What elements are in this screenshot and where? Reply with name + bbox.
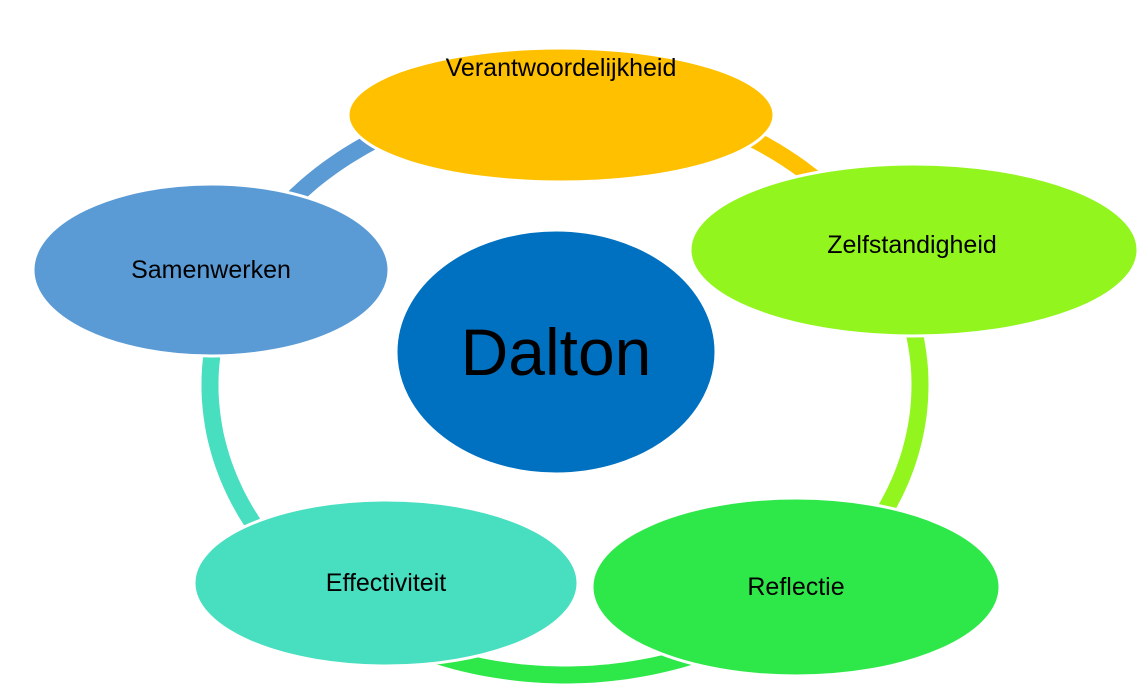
node-label: Samenwerken	[131, 256, 291, 284]
node-zelfstandigheid: Zelfstandigheid	[688, 162, 1140, 338]
node-samenwerken: Samenwerken	[31, 182, 391, 358]
node-label: Verantwoordelijkheid	[446, 54, 677, 82]
node-label: Reflectie	[747, 573, 844, 601]
node-reflectie: Reflectie	[590, 496, 1002, 678]
node-label: Effectiviteit	[326, 569, 446, 597]
node-label: Zelfstandigheid	[827, 231, 997, 259]
center-node-shape	[394, 228, 718, 476]
node-effectiviteit: Effectiviteit	[192, 498, 580, 668]
center-node-label: Dalton	[461, 315, 652, 389]
node-verantwoordelijkheid: Verantwoordelijkheid	[346, 46, 776, 184]
